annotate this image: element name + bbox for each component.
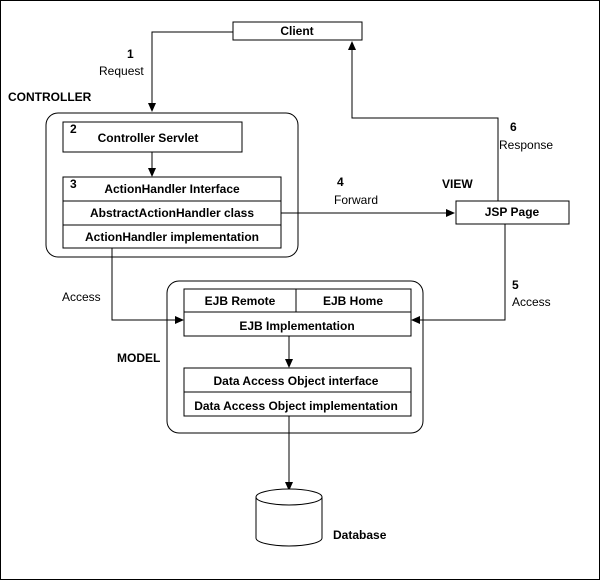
client-label: Client <box>280 24 313 38</box>
step-3-number: 3 <box>70 177 77 191</box>
abstract-actionhandler-label: AbstractActionHandler class <box>90 206 254 220</box>
model-group-label: MODEL <box>117 351 160 365</box>
controller-access-label: Access <box>62 290 101 304</box>
jsp-page-label: JSP Page <box>485 205 540 219</box>
step-5-number: 5 <box>512 278 519 292</box>
controller-servlet-box <box>62 121 243 153</box>
view-access-arrow <box>411 224 506 324</box>
jsp-page-box <box>455 200 570 225</box>
client-box <box>232 21 363 41</box>
ejb-impl-label: EJB Implementation <box>239 319 354 333</box>
ejb-home-label: EJB Home <box>323 294 383 308</box>
step-2-number: 2 <box>70 122 77 136</box>
dao-interface-label: Data Access Object interface <box>214 374 379 388</box>
actionhandler-interface-label: ActionHandler Interface <box>104 182 240 196</box>
controller-servlet-label: Controller Servlet <box>98 131 199 145</box>
database-label: Database <box>333 528 387 542</box>
controller-group-label: CONTROLLER <box>8 90 92 104</box>
step-1-label: Request <box>99 64 144 78</box>
step-4-number: 4 <box>337 175 344 189</box>
step-6-label: Response <box>499 138 553 152</box>
step-5-label: Access <box>512 295 551 309</box>
ejb-remote-label: EJB Remote <box>205 294 276 308</box>
step-6-number: 6 <box>510 120 517 134</box>
controller-group-box <box>45 112 299 258</box>
response-arrow <box>348 41 499 201</box>
actionhandler-impl-label: ActionHandler implementation <box>85 230 259 244</box>
model-group-box <box>166 280 424 434</box>
view-group-label: VIEW <box>442 177 473 191</box>
controller-access-arrow <box>111 248 184 324</box>
database-icon <box>255 488 323 547</box>
step-1-number: 1 <box>127 47 134 61</box>
request-arrow <box>148 31 233 112</box>
actionhandler-stack-box <box>62 176 282 249</box>
step-4-label: Forward <box>334 193 378 207</box>
dao-impl-label: Data Access Object implementation <box>194 399 398 413</box>
